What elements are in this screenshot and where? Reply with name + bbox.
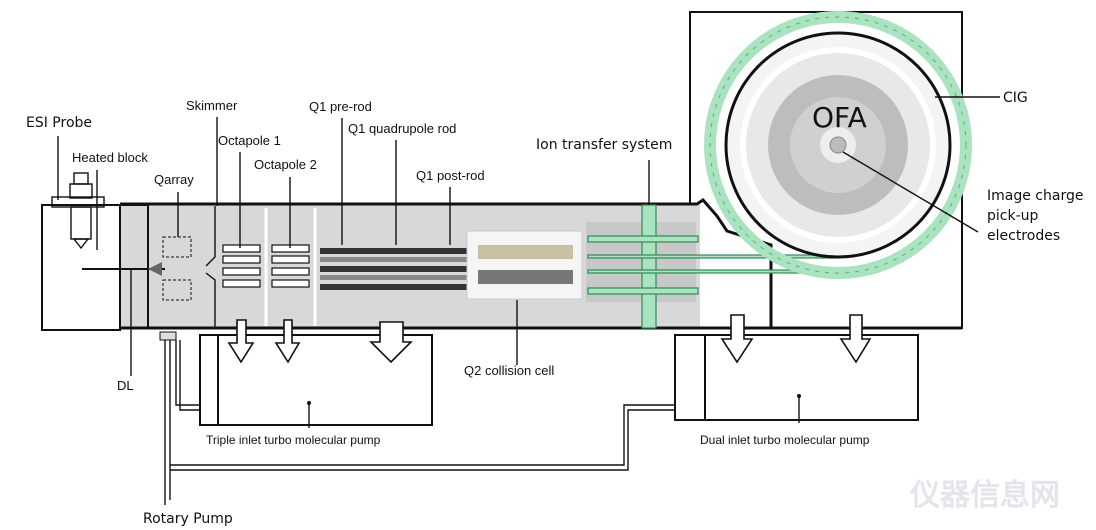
label-heated-block: Heated block — [72, 150, 148, 165]
label-triple-pump: Triple inlet turbo molecular pump — [206, 433, 381, 447]
label-dl: DL — [117, 378, 134, 393]
label-qarray: Qarray — [154, 172, 194, 187]
label-dual-pump: Dual inlet turbo molecular pump — [700, 433, 870, 447]
esi-probe-housing — [41, 204, 121, 331]
triple-inlet-pump — [199, 334, 433, 426]
label-rotary-pump: Rotary Pump — [143, 511, 233, 527]
label-ofa: OFA — [812, 101, 867, 134]
dual-inlet-pump — [674, 334, 919, 421]
label-image-charge-1: Image charge — [987, 188, 1083, 204]
label-q2-collision-cell: Q2 collision cell — [464, 363, 554, 378]
label-q1-quadrupole-rod: Q1 quadrupole rod — [348, 121, 456, 136]
label-q1-pre-rod: Q1 pre-rod — [309, 99, 372, 114]
label-skimmer: Skimmer — [186, 98, 238, 113]
label-image-charge-2: pick-up — [987, 208, 1039, 224]
label-image-charge-3: electrodes — [987, 228, 1060, 244]
label-esi-probe: ESI Probe — [26, 115, 92, 131]
label-cig: CIG — [1003, 90, 1028, 106]
label-octapole-1: Octapole 1 — [218, 133, 281, 148]
label-ion-transfer-system: Ion transfer system — [536, 137, 672, 153]
watermark-logo: 仪器信息网 — [909, 478, 1060, 513]
label-octapole-2: Octapole 2 — [254, 157, 317, 172]
label-q1-post-rod: Q1 post-rod — [416, 168, 485, 183]
